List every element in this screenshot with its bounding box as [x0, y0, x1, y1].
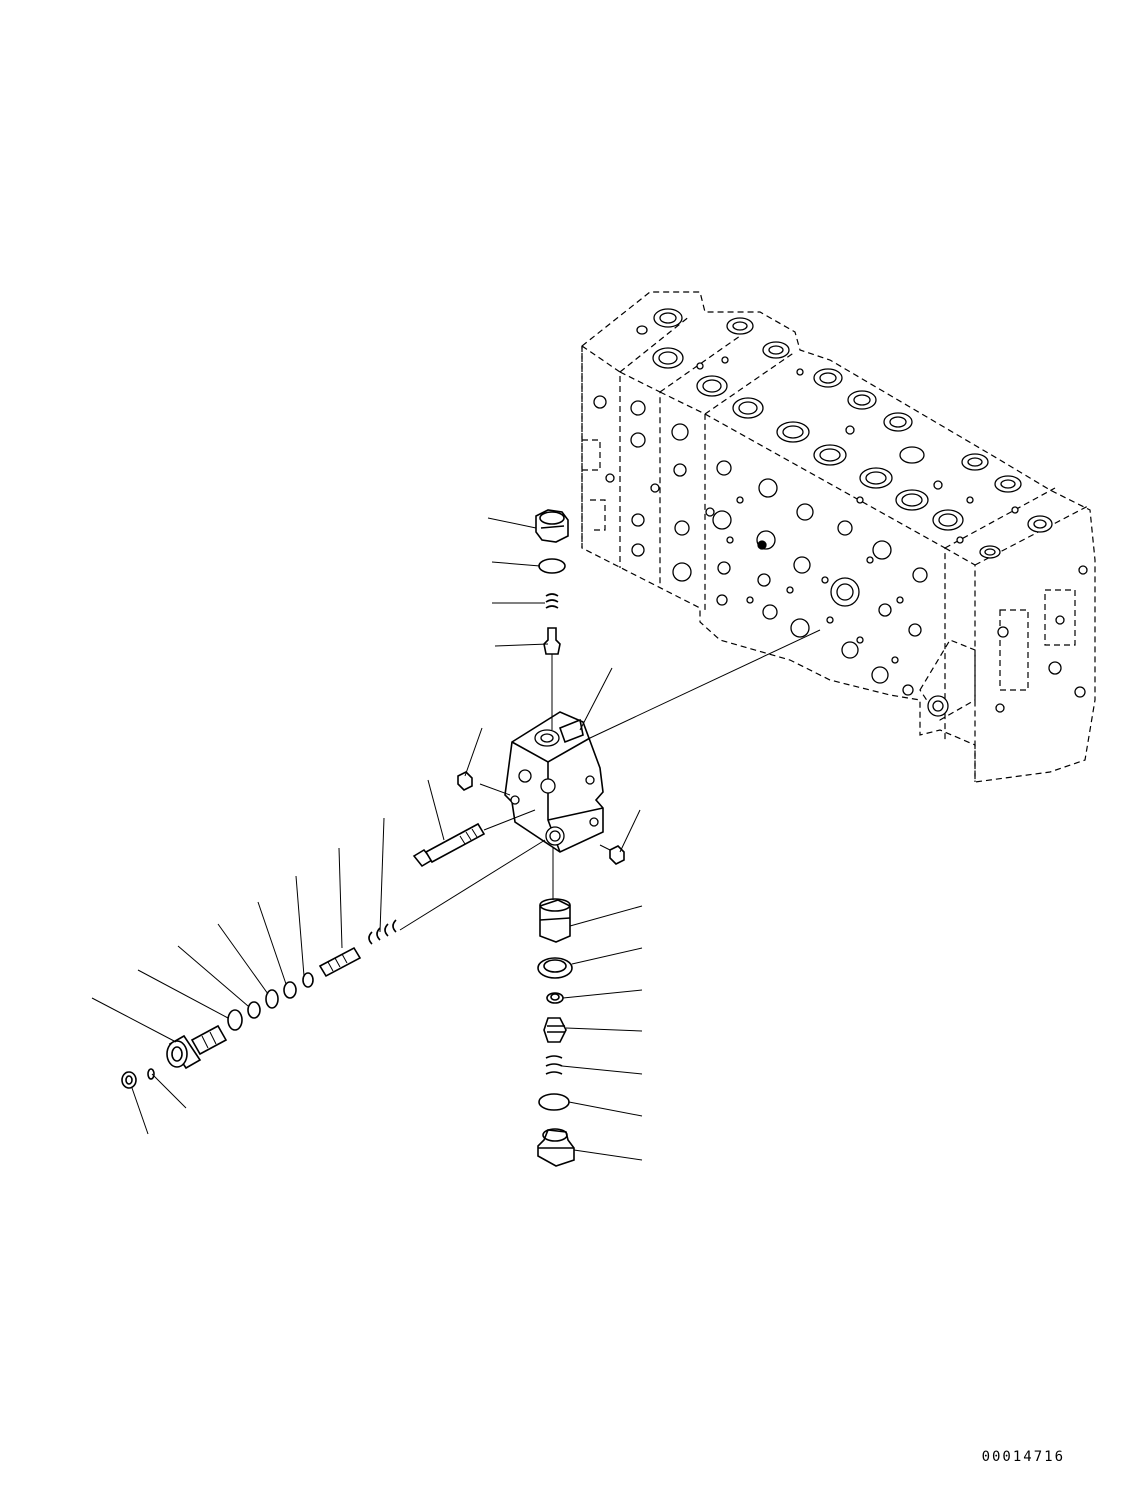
top-spring: [545, 593, 559, 609]
assembly-axes: [399, 629, 821, 931]
lower-spring: [545, 1055, 563, 1075]
small-o-ring: [147, 1068, 155, 1080]
backup-ring-small: [302, 972, 314, 988]
lower-seat-ring: [537, 957, 573, 979]
small-plug: [121, 1071, 137, 1089]
valve-block: [504, 711, 604, 853]
left-spring: [368, 919, 397, 945]
main-valve-body: [581, 291, 1096, 783]
leader-lines: [91, 517, 643, 1161]
mounting-bolt: [412, 822, 486, 868]
backup-ring: [247, 1001, 261, 1019]
lower-o-ring: [538, 1093, 570, 1111]
lower-sleeve: [539, 898, 571, 943]
o-ring-2: [265, 989, 279, 1009]
top-poppet: [543, 627, 561, 655]
figure-id-label: 00014716: [981, 1449, 1065, 1465]
lower-small-ring: [546, 992, 564, 1004]
lower-plug: [537, 1128, 575, 1167]
top-plug: [535, 509, 569, 543]
relief-cartridge: [166, 1024, 228, 1070]
o-ring-3: [227, 1009, 243, 1031]
o-ring-1: [283, 981, 297, 999]
top-o-ring: [538, 558, 566, 574]
pilot-spool: [318, 946, 362, 978]
lower-check-poppet: [543, 1017, 567, 1043]
